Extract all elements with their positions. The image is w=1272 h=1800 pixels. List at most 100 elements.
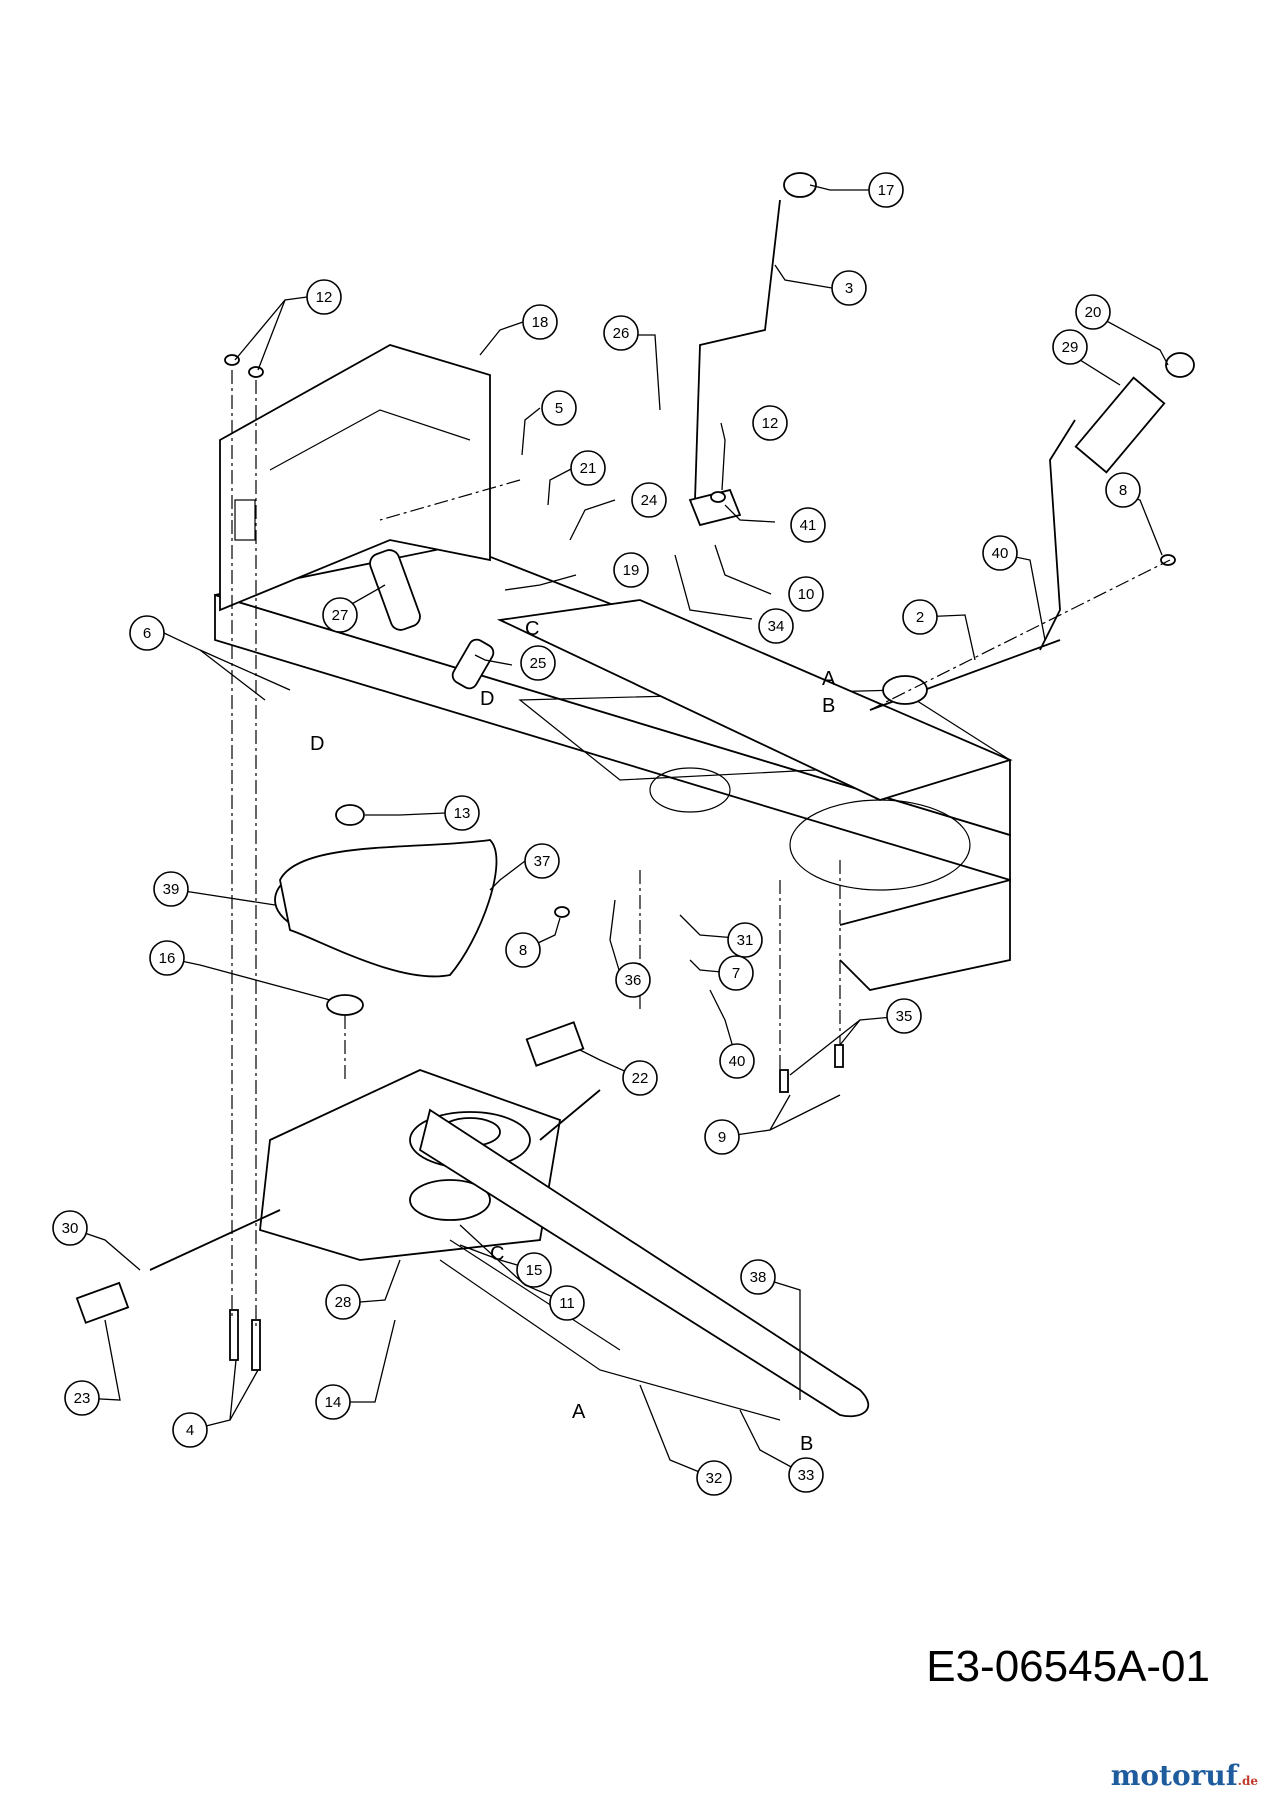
callout-15: 15 — [516, 1252, 552, 1288]
svg-text:25: 25 — [530, 655, 547, 672]
svg-text:8: 8 — [1119, 482, 1127, 499]
callout-12: 12 — [752, 405, 788, 441]
svg-text:15: 15 — [526, 1262, 543, 1279]
drawing-code: E3-06545A-01 — [926, 1642, 1210, 1691]
callout-31: 31 — [727, 922, 763, 958]
ref-letter: D — [480, 688, 494, 710]
shift-lever-assembly — [688, 172, 817, 527]
svg-text:12: 12 — [762, 415, 779, 432]
svg-text:20: 20 — [1085, 304, 1102, 321]
svg-text:32: 32 — [706, 1470, 723, 1487]
callout-27: 27 — [322, 597, 358, 633]
ref-letter: D — [310, 733, 324, 755]
svg-text:23: 23 — [74, 1390, 91, 1407]
callout-8: 8 — [1105, 472, 1141, 508]
ref-letter: C — [490, 1243, 504, 1265]
callout-14: 14 — [315, 1384, 351, 1420]
callout-5: 5 — [541, 390, 577, 426]
svg-text:13: 13 — [454, 805, 471, 822]
callout-32: 32 — [696, 1460, 732, 1496]
callout-20: 20 — [1075, 294, 1111, 330]
callout-3: 3 — [831, 270, 867, 306]
svg-text:19: 19 — [623, 562, 640, 579]
callout-28: 28 — [325, 1284, 361, 1320]
svg-text:2: 2 — [916, 609, 924, 626]
svg-text:7: 7 — [732, 965, 740, 982]
callout-9: 9 — [704, 1119, 740, 1155]
svg-text:22: 22 — [632, 1070, 649, 1087]
svg-text:35: 35 — [896, 1008, 913, 1025]
ref-letter: A — [572, 1401, 586, 1423]
svg-text:8: 8 — [519, 942, 527, 959]
svg-text:39: 39 — [163, 881, 180, 898]
svg-text:30: 30 — [62, 1220, 79, 1237]
reference-letters: C D D A B C A B — [310, 618, 836, 1455]
callout-36: 36 — [615, 962, 651, 998]
watermark-name: motoruf — [1110, 1759, 1238, 1792]
svg-text:33: 33 — [798, 1467, 815, 1484]
callout-22: 22 — [622, 1060, 658, 1096]
svg-text:26: 26 — [613, 325, 630, 342]
callout-8: 8 — [505, 932, 541, 968]
callout-38: 38 — [740, 1259, 776, 1295]
ref-letter: B — [822, 695, 835, 717]
svg-text:12: 12 — [316, 289, 333, 306]
svg-text:17: 17 — [878, 182, 895, 199]
springs — [369, 549, 495, 690]
watermark-tld: .de — [1237, 1774, 1258, 1788]
svg-text:5: 5 — [555, 400, 563, 417]
callout-bubbles: 17 3 12 18 26 20 29 5 12 21 24 41 8 19 1… — [52, 172, 1141, 1496]
svg-text:21: 21 — [580, 460, 597, 477]
ref-letter: A — [822, 668, 836, 690]
svg-text:38: 38 — [750, 1269, 767, 1286]
callout-11: 11 — [549, 1285, 585, 1321]
svg-text:27: 27 — [332, 607, 349, 624]
svg-text:31: 31 — [737, 932, 754, 949]
svg-text:10: 10 — [798, 586, 815, 603]
callout-40: 40 — [719, 1043, 755, 1079]
svg-text:11: 11 — [559, 1295, 575, 1312]
callout-6: 6 — [129, 615, 165, 651]
svg-text:24: 24 — [641, 492, 658, 509]
callout-30: 30 — [52, 1210, 88, 1246]
callout-16: 16 — [149, 940, 185, 976]
callout-39: 39 — [153, 871, 189, 907]
callout-13: 13 — [444, 795, 480, 831]
ref-letter: B — [800, 1433, 813, 1455]
svg-text:6: 6 — [143, 625, 151, 642]
svg-text:36: 36 — [625, 972, 642, 989]
svg-text:40: 40 — [992, 545, 1009, 562]
callout-23: 23 — [64, 1380, 100, 1416]
assembly-lines — [231, 370, 1171, 1330]
svg-text:14: 14 — [325, 1394, 342, 1411]
svg-text:18: 18 — [532, 314, 549, 331]
pedal-assembly — [869, 352, 1195, 711]
fasteners — [224, 354, 1176, 1371]
callout-40: 40 — [982, 535, 1018, 571]
svg-text:9: 9 — [718, 1129, 726, 1146]
callout-21: 21 — [570, 450, 606, 486]
callout-2: 2 — [902, 599, 938, 635]
svg-text:4: 4 — [186, 1422, 194, 1439]
callout-37: 37 — [524, 843, 560, 879]
callout-25: 25 — [520, 645, 556, 681]
callout-12: 12 — [306, 279, 342, 315]
callout-24: 24 — [631, 482, 667, 518]
motoruf-watermark: motoruf.de — [1111, 1759, 1258, 1792]
callout-19: 19 — [613, 552, 649, 588]
svg-text:16: 16 — [159, 950, 176, 967]
callout-10: 10 — [788, 576, 824, 612]
pulley-assembly — [274, 804, 498, 1016]
svg-text:3: 3 — [845, 280, 853, 297]
svg-text:28: 28 — [335, 1294, 352, 1311]
callout-7: 7 — [718, 955, 754, 991]
drive-belt-and-rods — [418, 1108, 870, 1421]
svg-text:41: 41 — [800, 517, 817, 534]
callout-34: 34 — [758, 608, 794, 644]
callout-29: 29 — [1052, 329, 1088, 365]
callout-18: 18 — [522, 304, 558, 340]
callout-17: 17 — [868, 172, 904, 208]
callout-33: 33 — [788, 1457, 824, 1493]
ref-letter: C — [525, 618, 539, 640]
